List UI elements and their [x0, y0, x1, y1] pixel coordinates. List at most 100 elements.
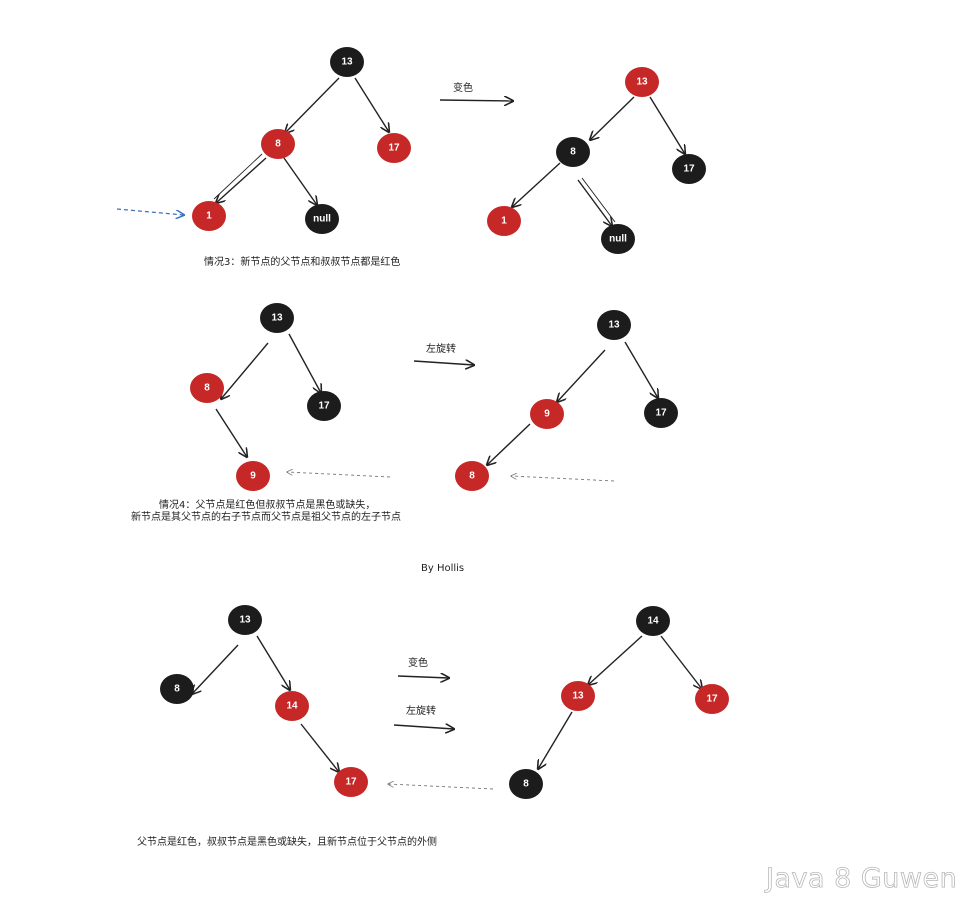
tree-node: 13 — [330, 47, 364, 77]
case5-caption: 父节点是红色，叔叔节点是黑色或缺失，且新节点位于父节点的外侧 — [137, 835, 437, 848]
edge — [512, 162, 561, 207]
tree-node: 8 — [261, 129, 295, 159]
node-circle — [561, 681, 595, 711]
edge — [285, 77, 340, 133]
node-label: 1 — [501, 216, 507, 227]
node-label: 1 — [206, 211, 212, 222]
node-circle — [192, 201, 226, 231]
node-label: 13 — [239, 615, 251, 626]
edge — [590, 96, 635, 140]
node-circle — [377, 133, 411, 163]
tree-node: 8 — [556, 137, 590, 167]
node-label: 17 — [655, 408, 667, 419]
edge — [538, 711, 573, 769]
tree-node: 1 — [487, 206, 521, 236]
section2-edges — [215, 333, 658, 465]
case3-caption: 情况3：新节点的父节点和叔叔节点都是红色 — [204, 255, 400, 268]
node-label: 8 — [469, 471, 475, 482]
edge — [288, 333, 321, 393]
node-circle — [455, 461, 489, 491]
node-label: 8 — [275, 139, 281, 150]
node-label: 17 — [706, 694, 718, 705]
node-label: 8 — [174, 684, 180, 695]
edge — [354, 77, 389, 132]
node-label: 13 — [271, 313, 283, 324]
watermark: Java 8 Guwen P — [764, 863, 966, 894]
step-arrow — [439, 100, 513, 101]
case4-caption-line1: 情况4：父节点是红色但叔叔节点是黑色或缺失， — [159, 498, 375, 511]
node-circle — [160, 674, 194, 704]
edge — [213, 153, 263, 200]
edge — [649, 96, 685, 154]
step-label-rotate-left: 左旋转 — [426, 342, 456, 355]
tree-node: 14 — [275, 691, 309, 721]
tree-node: 1 — [192, 201, 226, 231]
tree-node: 13 — [561, 681, 595, 711]
tree-node: 13 — [625, 67, 659, 97]
node-label: null — [313, 214, 331, 225]
tree-node: 8 — [160, 674, 194, 704]
node-label: 13 — [608, 320, 620, 331]
node-label: null — [609, 234, 627, 245]
node-label: 17 — [345, 777, 357, 788]
step-label-rotate-left: 左旋转 — [406, 704, 436, 717]
node-circle — [695, 684, 729, 714]
node-label: 17 — [388, 143, 400, 154]
tree-node: 17 — [334, 767, 368, 797]
section3-edges — [192, 635, 702, 772]
node-circle — [236, 461, 270, 491]
edge — [660, 635, 702, 689]
node-circle — [260, 303, 294, 333]
node-circle — [636, 606, 670, 636]
edge — [557, 349, 606, 402]
node-circle — [330, 47, 364, 77]
insert-pointer-arrow — [116, 208, 184, 215]
node-label: 17 — [318, 401, 330, 412]
edge — [577, 179, 612, 226]
node-circle — [305, 204, 339, 234]
tree-node: 17 — [672, 154, 706, 184]
step-label-recolor: 变色 — [408, 656, 428, 669]
node-circle — [334, 767, 368, 797]
node-label: 8 — [570, 147, 576, 158]
step-arrow — [393, 725, 454, 729]
section1-edges — [213, 77, 685, 226]
pointer-arrow — [511, 476, 615, 482]
step-arrow — [397, 676, 449, 678]
node-circle — [261, 129, 295, 159]
pointer-arrow — [388, 784, 494, 790]
edge — [221, 342, 269, 399]
node-label: 9 — [544, 409, 550, 420]
node-label: 13 — [572, 691, 584, 702]
node-circle — [601, 224, 635, 254]
edge — [300, 723, 339, 772]
node-circle — [275, 691, 309, 721]
tree-node: 17 — [644, 398, 678, 428]
node-label: 9 — [250, 471, 256, 482]
tree-node: null — [601, 224, 635, 254]
node-circle — [509, 769, 543, 799]
edge — [588, 635, 643, 685]
node-circle — [644, 398, 678, 428]
tree-node: 13 — [260, 303, 294, 333]
node-label: 8 — [204, 383, 210, 394]
tree-node: 14 — [636, 606, 670, 636]
tree-node: 9 — [530, 399, 564, 429]
tree-node: 17 — [307, 391, 341, 421]
pointer-arrow — [287, 472, 391, 478]
tree-node: 17 — [695, 684, 729, 714]
edge — [216, 157, 267, 203]
edge — [487, 423, 531, 465]
node-label: 8 — [523, 779, 529, 790]
edge — [192, 644, 239, 694]
node-circle — [625, 67, 659, 97]
case4-caption-line2: 新节点是其父节点的右子节点而父节点是祖父节点的左子节点 — [131, 510, 401, 523]
node-circle — [190, 373, 224, 403]
node-circle — [228, 605, 262, 635]
tree-nodes: 13 8 17 1 null 13 8 17 1 null 13 8 17 9 13 9 17 8 13 8 14 17 1… — [160, 47, 729, 799]
tree-node: 8 — [455, 461, 489, 491]
node-label: 13 — [341, 57, 353, 68]
tree-node: 13 — [597, 310, 631, 340]
